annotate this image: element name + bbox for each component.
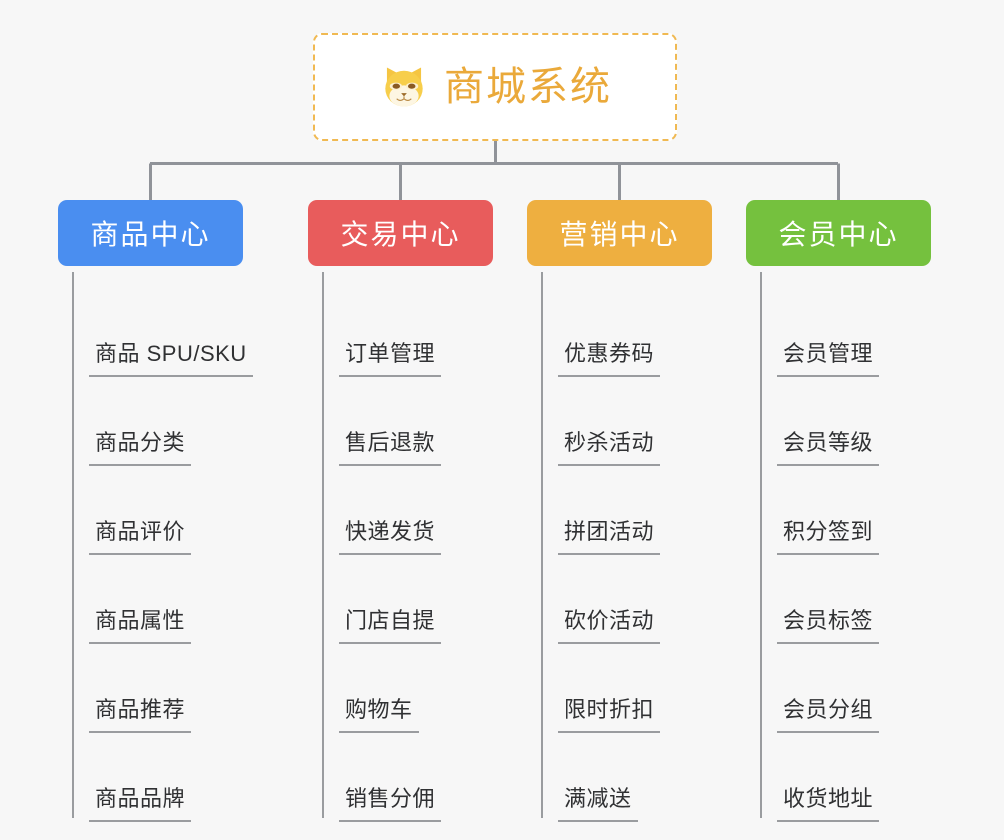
leaf-label: 秒杀活动 <box>558 425 661 466</box>
leaf-label: 砍价活动 <box>558 603 661 644</box>
list-item[interactable]: 商品品牌 <box>58 733 243 822</box>
branch-leaves-0: 商品 SPU/SKU 商品分类 商品评价 商品属性 商品推荐 商品品牌 <box>58 266 253 822</box>
root-title: 商城系统 <box>444 65 612 109</box>
list-item[interactable]: 购物车 <box>308 644 493 733</box>
leaf-label: 商品品牌 <box>89 781 192 822</box>
leaf-label: 拼团活动 <box>558 514 661 555</box>
branch-header-3[interactable]: 会员中心 <box>746 200 931 266</box>
list-item[interactable]: 收货地址 <box>746 733 931 822</box>
list-item[interactable]: 快递发货 <box>308 466 493 555</box>
leaf-label: 商品推荐 <box>89 692 192 733</box>
list-item[interactable]: 会员等级 <box>746 377 931 466</box>
list-item[interactable]: 售后退款 <box>308 377 493 466</box>
leaf-label: 会员等级 <box>777 425 880 466</box>
branch-column-3: 会员中心 会员管理 会员等级 积分签到 会员标签 会员分组 收货地址 <box>746 200 931 822</box>
leaf-label: 商品 SPU/SKU <box>89 336 253 377</box>
list-item[interactable]: 砍价活动 <box>527 555 712 644</box>
list-item[interactable]: 商品属性 <box>58 555 243 644</box>
list-item[interactable]: 会员分组 <box>746 644 931 733</box>
list-item[interactable]: 积分签到 <box>746 466 931 555</box>
leaf-label: 满减送 <box>558 781 638 822</box>
list-item[interactable]: 限时折扣 <box>527 644 712 733</box>
list-item[interactable]: 满减送 <box>527 733 712 822</box>
list-item[interactable]: 商品评价 <box>58 466 243 555</box>
leaf-label: 积分签到 <box>777 514 880 555</box>
branch-leaves-2: 优惠券码 秒杀活动 拼团活动 砍价活动 限时折扣 满减送 <box>527 266 712 822</box>
branch-header-1[interactable]: 交易中心 <box>308 200 493 266</box>
list-item[interactable]: 门店自提 <box>308 555 493 644</box>
leaf-label: 快递发货 <box>339 514 442 555</box>
leaf-label: 购物车 <box>339 692 419 733</box>
leaf-label: 门店自提 <box>339 603 442 644</box>
branch-column-1: 交易中心 订单管理 售后退款 快递发货 门店自提 购物车 销售分佣 <box>308 200 493 822</box>
branch-header-0[interactable]: 商品中心 <box>58 200 243 266</box>
list-item[interactable]: 会员管理 <box>746 288 931 377</box>
list-item[interactable]: 订单管理 <box>308 288 493 377</box>
list-item[interactable]: 秒杀活动 <box>527 377 712 466</box>
list-item[interactable]: 商品分类 <box>58 377 243 466</box>
leaf-label: 会员标签 <box>777 603 880 644</box>
leaf-label: 商品评价 <box>89 514 192 555</box>
list-item[interactable]: 商品 SPU/SKU <box>58 288 253 377</box>
list-item[interactable]: 销售分佣 <box>308 733 493 822</box>
leaf-label: 售后退款 <box>339 425 442 466</box>
leaf-label: 会员分组 <box>777 692 880 733</box>
shiba-dog-face-icon <box>385 67 423 109</box>
list-item[interactable]: 商品推荐 <box>58 644 243 733</box>
branch-header-2[interactable]: 营销中心 <box>527 200 712 266</box>
leaf-label: 商品属性 <box>89 603 192 644</box>
branch-leaves-1: 订单管理 售后退款 快递发货 门店自提 购物车 销售分佣 <box>308 266 493 822</box>
list-item[interactable]: 优惠券码 <box>527 288 712 377</box>
leaf-label: 销售分佣 <box>339 781 442 822</box>
leaf-label: 优惠券码 <box>558 336 661 377</box>
leaf-label: 商品分类 <box>89 425 192 466</box>
root-node[interactable]: 商城系统 <box>313 33 677 141</box>
leaf-label: 收货地址 <box>777 781 880 822</box>
branch-column-0: 商品中心 商品 SPU/SKU 商品分类 商品评价 商品属性 商品推荐 商品品牌 <box>58 200 253 822</box>
leaf-label: 限时折扣 <box>558 692 661 733</box>
leaf-label: 订单管理 <box>339 336 442 377</box>
branch-leaves-3: 会员管理 会员等级 积分签到 会员标签 会员分组 收货地址 <box>746 266 931 822</box>
leaf-label: 会员管理 <box>777 336 880 377</box>
branch-column-2: 营销中心 优惠券码 秒杀活动 拼团活动 砍价活动 限时折扣 满减送 <box>527 200 712 822</box>
list-item[interactable]: 拼团活动 <box>527 466 712 555</box>
list-item[interactable]: 会员标签 <box>746 555 931 644</box>
